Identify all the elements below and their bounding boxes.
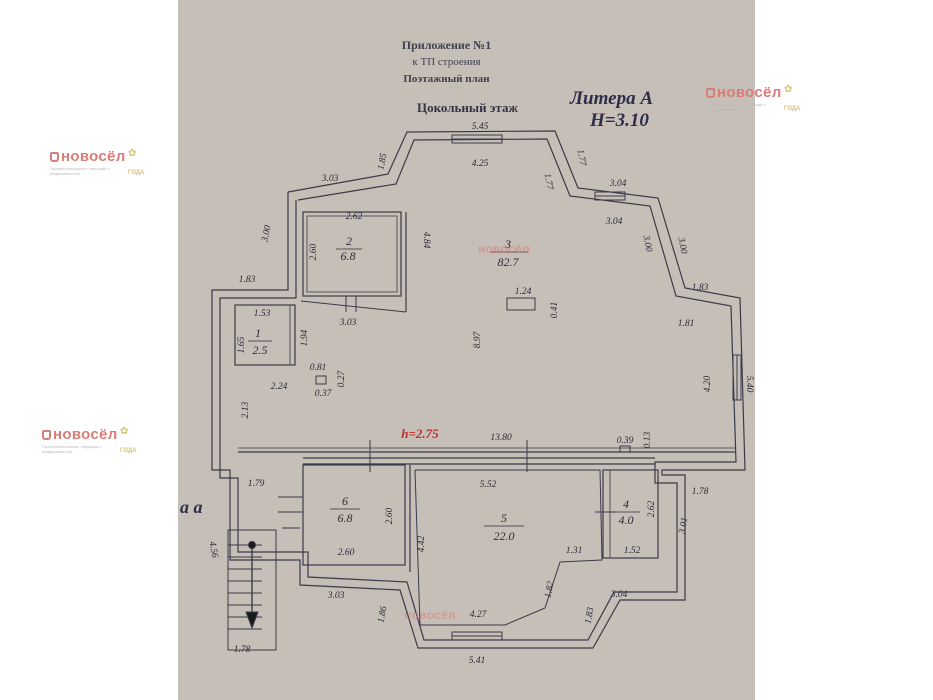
watermark-center: новосёл: [478, 242, 531, 256]
dim-label: 5.41: [469, 656, 486, 666]
dim-label: 4.42: [417, 535, 427, 552]
dim-label: 5.52: [480, 480, 497, 490]
plan-type-title: Поэтажный план: [403, 73, 490, 85]
dim-label: 3.01: [677, 517, 690, 536]
room-5-number: 5: [501, 511, 507, 525]
dim-label: 2.24: [271, 382, 288, 392]
room-6-number: 6: [342, 494, 348, 508]
side-label: а а: [180, 497, 203, 517]
room-3-area: 82.7: [498, 255, 520, 269]
dim-label: 4.84: [421, 232, 431, 249]
floor-label: Цокольный этаж: [417, 100, 518, 115]
dim-label: 3.03: [321, 174, 339, 184]
dim-label: 1.77: [575, 149, 588, 168]
room-5-area: 22.0: [494, 529, 515, 543]
column: [506, 297, 536, 311]
house-icon: [42, 430, 51, 440]
dim-label: 1.77: [542, 173, 555, 192]
dim-label: 3.04: [605, 217, 623, 227]
dim-label: 1.83: [239, 275, 256, 285]
watermark-bottom: новосёл: [404, 608, 457, 622]
lily-icon: ✿: [128, 148, 137, 159]
dim-label: 5.45: [472, 122, 489, 132]
dim-label: 2.13: [241, 401, 251, 418]
dim-label: 1.82: [544, 580, 557, 598]
room-6-area: 6.8: [338, 511, 353, 525]
room-2-inner: [306, 215, 398, 293]
room-2-number: 2: [346, 234, 352, 248]
room-4-walls: [602, 469, 659, 559]
small-niche-right: [619, 445, 631, 453]
dim-label: 3.00: [675, 236, 688, 255]
dim-label: 1.31: [566, 546, 583, 556]
dim-label: 1.85: [377, 152, 390, 170]
dim-label: 3.03: [327, 591, 345, 601]
dim-label: 1.83: [692, 283, 709, 293]
house-icon: [706, 88, 715, 98]
room-4-number: 4: [623, 497, 629, 511]
dim-label: 0.81: [310, 363, 327, 373]
lily-icon: ✿: [120, 426, 129, 437]
dim-label: 0.41: [550, 302, 560, 319]
watermark-right: новосёл Профессиональные операции с недв…: [706, 84, 801, 112]
dim-label: 3.03: [339, 318, 357, 328]
dim-label: 4.27: [470, 610, 488, 620]
dim-label: 1.52: [624, 546, 641, 556]
inner-height-label: h=2.75: [401, 426, 439, 441]
dim-label: 13.80: [490, 433, 512, 443]
dim-label: 1.83: [584, 606, 597, 624]
dim-label: 2.62: [647, 500, 657, 517]
staircase: [227, 529, 277, 651]
dim-label: 0.27: [337, 369, 347, 387]
dim-label: 4.20: [703, 375, 713, 392]
room-6-walls: [302, 464, 406, 566]
room-1-area: 2.5: [253, 343, 268, 357]
dim-label: 0.39: [617, 436, 634, 446]
appendix-title: Приложение №1: [401, 38, 492, 52]
dim-label: 1.81: [678, 319, 695, 329]
dim-label: 5.40: [744, 376, 754, 393]
house-icon: [50, 152, 59, 162]
dim-label: 1.94: [300, 329, 310, 346]
room-1-number: 1: [255, 326, 261, 340]
dim-label: 1.78: [234, 645, 251, 655]
inner-wall: [219, 138, 737, 641]
room-3-number: 3: [504, 237, 511, 251]
room-4-area: 4.0: [619, 513, 634, 527]
dim-label: 3.00: [260, 224, 273, 243]
dim-label: 2.60: [338, 548, 355, 558]
dim-label: 1.79: [248, 479, 265, 489]
dim-label: 4.25: [472, 159, 489, 169]
dim-label: 8.97: [473, 330, 483, 348]
dim-label: 3.04: [609, 179, 627, 189]
dim-label: 1.78: [692, 487, 709, 497]
dim-label: 2.60: [385, 507, 395, 524]
room-2-area: 6.8: [341, 249, 356, 263]
dim-label: 1.65: [237, 336, 247, 353]
dim-label: 2.62: [346, 212, 363, 222]
lily-icon: ✿: [784, 84, 793, 95]
dim-label: 0.13: [643, 431, 653, 448]
dim-label: 1.86: [377, 605, 390, 623]
dim-label: 2.60: [309, 243, 319, 260]
small-niche: [315, 375, 327, 385]
room-5-walls: [414, 469, 603, 626]
litera-label: Литера А: [570, 88, 653, 109]
room-1-walls: [234, 304, 296, 366]
dim-label: 4.56: [207, 541, 220, 559]
dim-label: 1.53: [254, 309, 271, 319]
watermark-left-top: новосёл Профессиональные операции с недв…: [50, 148, 145, 176]
dim-label: 3.00: [640, 234, 653, 253]
watermark-left-bottom: новосёл Профессиональные операции с недв…: [42, 426, 137, 454]
dim-label: 0.37: [315, 389, 333, 399]
dim-label: 1.24: [515, 287, 532, 297]
room-2-walls: [302, 211, 402, 297]
appendix-subtitle: к ТП строения: [412, 56, 481, 68]
plan-sheet: [178, 0, 755, 700]
outer-wall: [211, 130, 746, 649]
dim-label: 3.04: [610, 590, 628, 600]
litera-height: Н=3.10: [590, 110, 649, 131]
